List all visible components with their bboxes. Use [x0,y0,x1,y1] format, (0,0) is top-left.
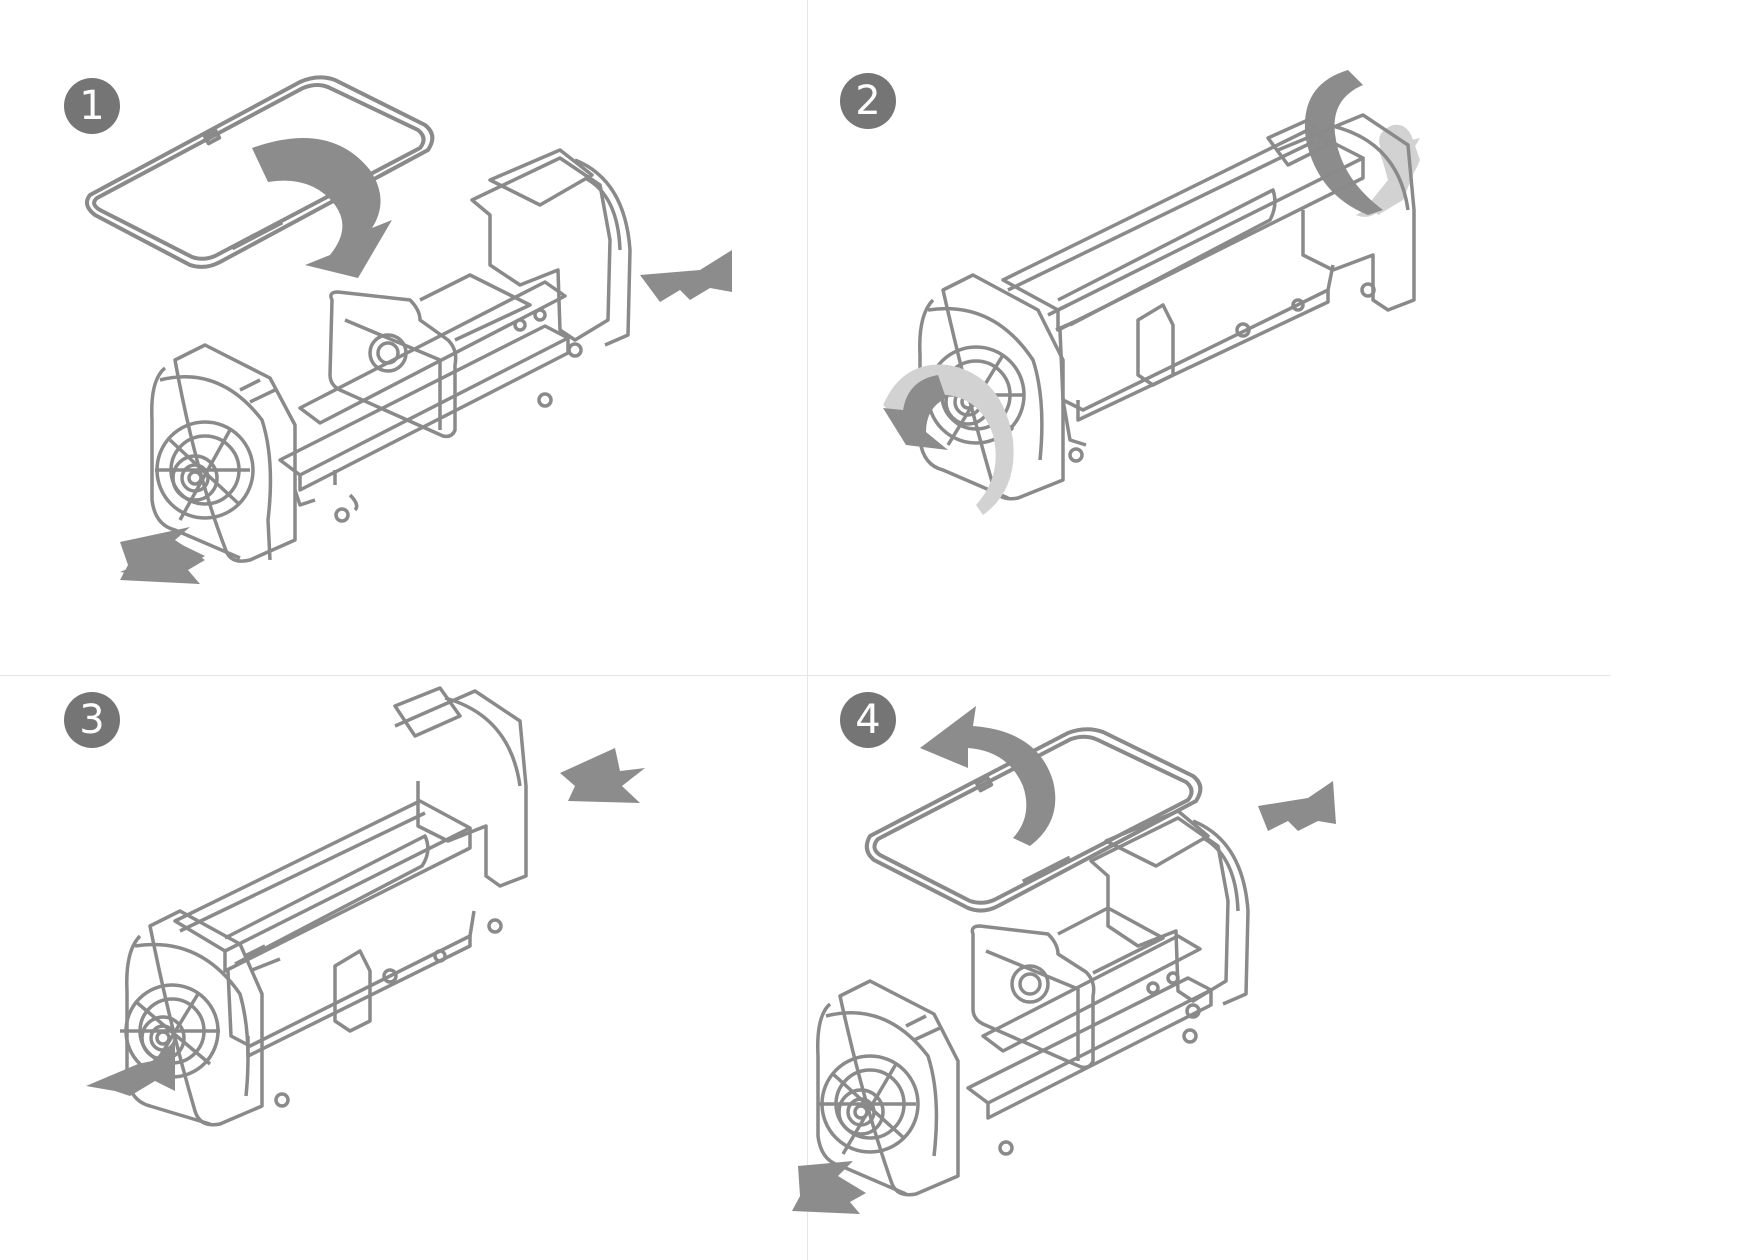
step-number-badge: 1 [64,78,120,134]
car-mount [120,686,528,1127]
arrow-out-right [640,250,732,302]
car-mount [816,809,1250,1197]
step-panel-2: 2 [808,0,1611,675]
step-illustration [792,706,1336,1214]
step-number-badge: 3 [64,692,120,748]
phone-outline [84,75,435,269]
curved-arrow-down [252,137,392,278]
step-number-badge: 2 [840,73,896,129]
arrow-out-left [792,1161,866,1214]
curved-arrow-light [883,364,1014,515]
step-number-badge: 4 [840,692,896,748]
arrow-out-left [120,527,205,584]
arrow-out-right [1258,781,1336,831]
horizontal-divider [0,675,1611,676]
curved-arrow-light [1368,138,1420,215]
car-mount [150,148,632,563]
step-panel-1: 1 [0,0,807,675]
arrow-in-left [86,1041,175,1096]
step-illustration [883,70,1420,515]
step-panel-4: 4 [792,676,1611,1260]
arrow-in-right [560,748,645,803]
phone-outline [864,727,1203,913]
vertical-divider [807,0,808,1260]
curved-arrow-dark [883,375,948,450]
curved-arrow-up [920,706,1056,846]
step-panel-3: 3 [0,676,807,1260]
step-illustration [86,686,645,1127]
step-illustration [84,75,732,584]
